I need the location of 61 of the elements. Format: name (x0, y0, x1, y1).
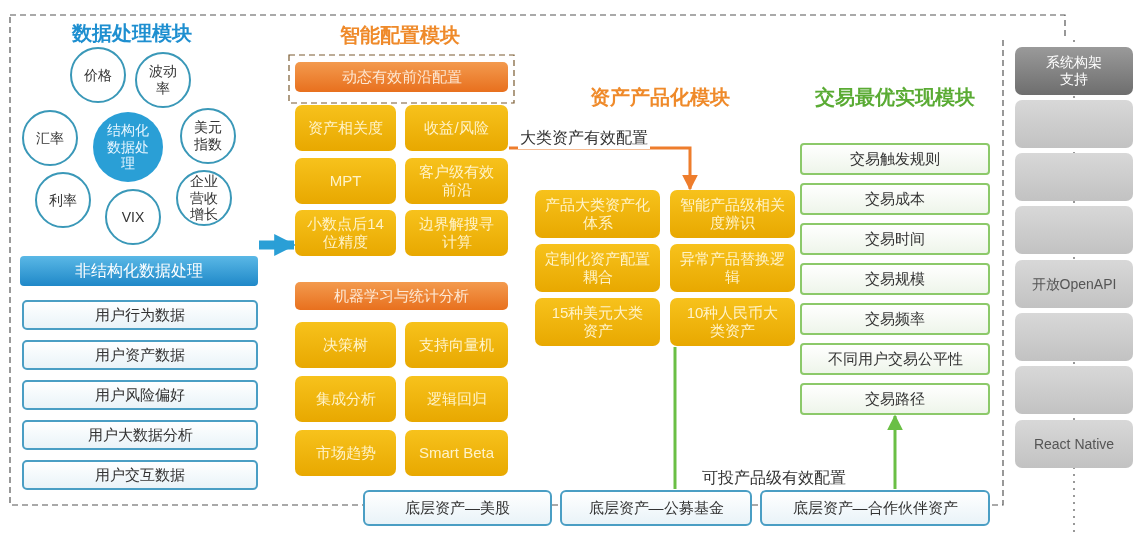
header-bar: 动态有效前沿配置 (295, 62, 508, 92)
data-box: 用户大数据分析 (22, 420, 258, 450)
module-title: 交易最优实现模块 (815, 85, 975, 110)
support-box (1015, 153, 1133, 201)
data-circle: 价格 (70, 47, 126, 103)
asset-box: 底层资产—美股 (363, 490, 552, 526)
method-box: 资产相关度 (295, 105, 396, 151)
method-box: Smart Beta (405, 430, 508, 476)
module-title: 智能配置模块 (340, 23, 460, 48)
method-box: MPT (295, 158, 396, 204)
method-box: 边界解搜寻计算 (405, 210, 508, 256)
note-text: 可投产品级有效配置 (702, 468, 846, 488)
trade-box: 交易触发规则 (800, 143, 990, 175)
method-box: 10种人民币大类资产 (670, 298, 795, 346)
connector-line (673, 347, 677, 489)
module-title: 资产产品化模块 (590, 85, 730, 110)
arrow (509, 146, 698, 191)
data-circle: 美元指数 (180, 108, 236, 164)
method-box: 产品大类资产化体系 (535, 190, 660, 238)
data-box: 用户资产数据 (22, 340, 258, 370)
core-circle: 结构化数据处理 (93, 112, 163, 182)
method-box: 支持向量机 (405, 322, 508, 368)
support-box (1015, 206, 1133, 254)
asset-box: 底层资产—合作伙伴资产 (760, 490, 990, 526)
trade-box: 交易规模 (800, 263, 990, 295)
method-box: 15种美元大类资产 (535, 298, 660, 346)
trade-box: 交易时间 (800, 223, 990, 255)
method-box: 市场趋势 (295, 430, 396, 476)
data-circle: 企业营收增长 (176, 170, 232, 226)
module-title: 数据处理模块 (72, 21, 192, 46)
method-box: 决策树 (295, 322, 396, 368)
support-box: 开放OpenAPI (1015, 260, 1133, 308)
data-box: 用户风险偏好 (22, 380, 258, 410)
data-circle: VIX (105, 189, 161, 245)
support-box (1015, 366, 1133, 414)
data-box: 用户行为数据 (22, 300, 258, 330)
data-circle: 波动率 (135, 52, 191, 108)
method-box: 异常产品替换逻辑 (670, 244, 795, 292)
header-bar: 机器学习与统计分析 (295, 282, 508, 310)
method-box: 收益/风险 (405, 105, 508, 151)
method-box: 逻辑回归 (405, 376, 508, 422)
trade-box: 交易频率 (800, 303, 990, 335)
method-box: 智能产品级相关度辨识 (670, 190, 795, 238)
support-box: 系统构架支持 (1015, 47, 1133, 95)
header-bar: 非结构化数据处理 (20, 256, 258, 286)
data-circle: 利率 (35, 172, 91, 228)
trade-box: 交易成本 (800, 183, 990, 215)
method-box: 小数点后14位精度 (295, 210, 396, 256)
method-box: 集成分析 (295, 376, 396, 422)
asset-box: 底层资产—公募基金 (560, 490, 752, 526)
support-box: React Native (1015, 420, 1133, 468)
data-circle: 汇率 (22, 110, 78, 166)
support-box (1015, 313, 1133, 361)
trade-box: 不同用户交易公平性 (800, 343, 990, 375)
arrow (887, 414, 903, 489)
method-box: 定制化资产配置耦合 (535, 244, 660, 292)
method-box: 客户级有效前沿 (405, 158, 508, 204)
edge-label: 大类资产有效配置 (518, 128, 650, 149)
data-box: 用户交互数据 (22, 460, 258, 490)
trade-box: 交易路径 (800, 383, 990, 415)
support-box (1015, 100, 1133, 148)
